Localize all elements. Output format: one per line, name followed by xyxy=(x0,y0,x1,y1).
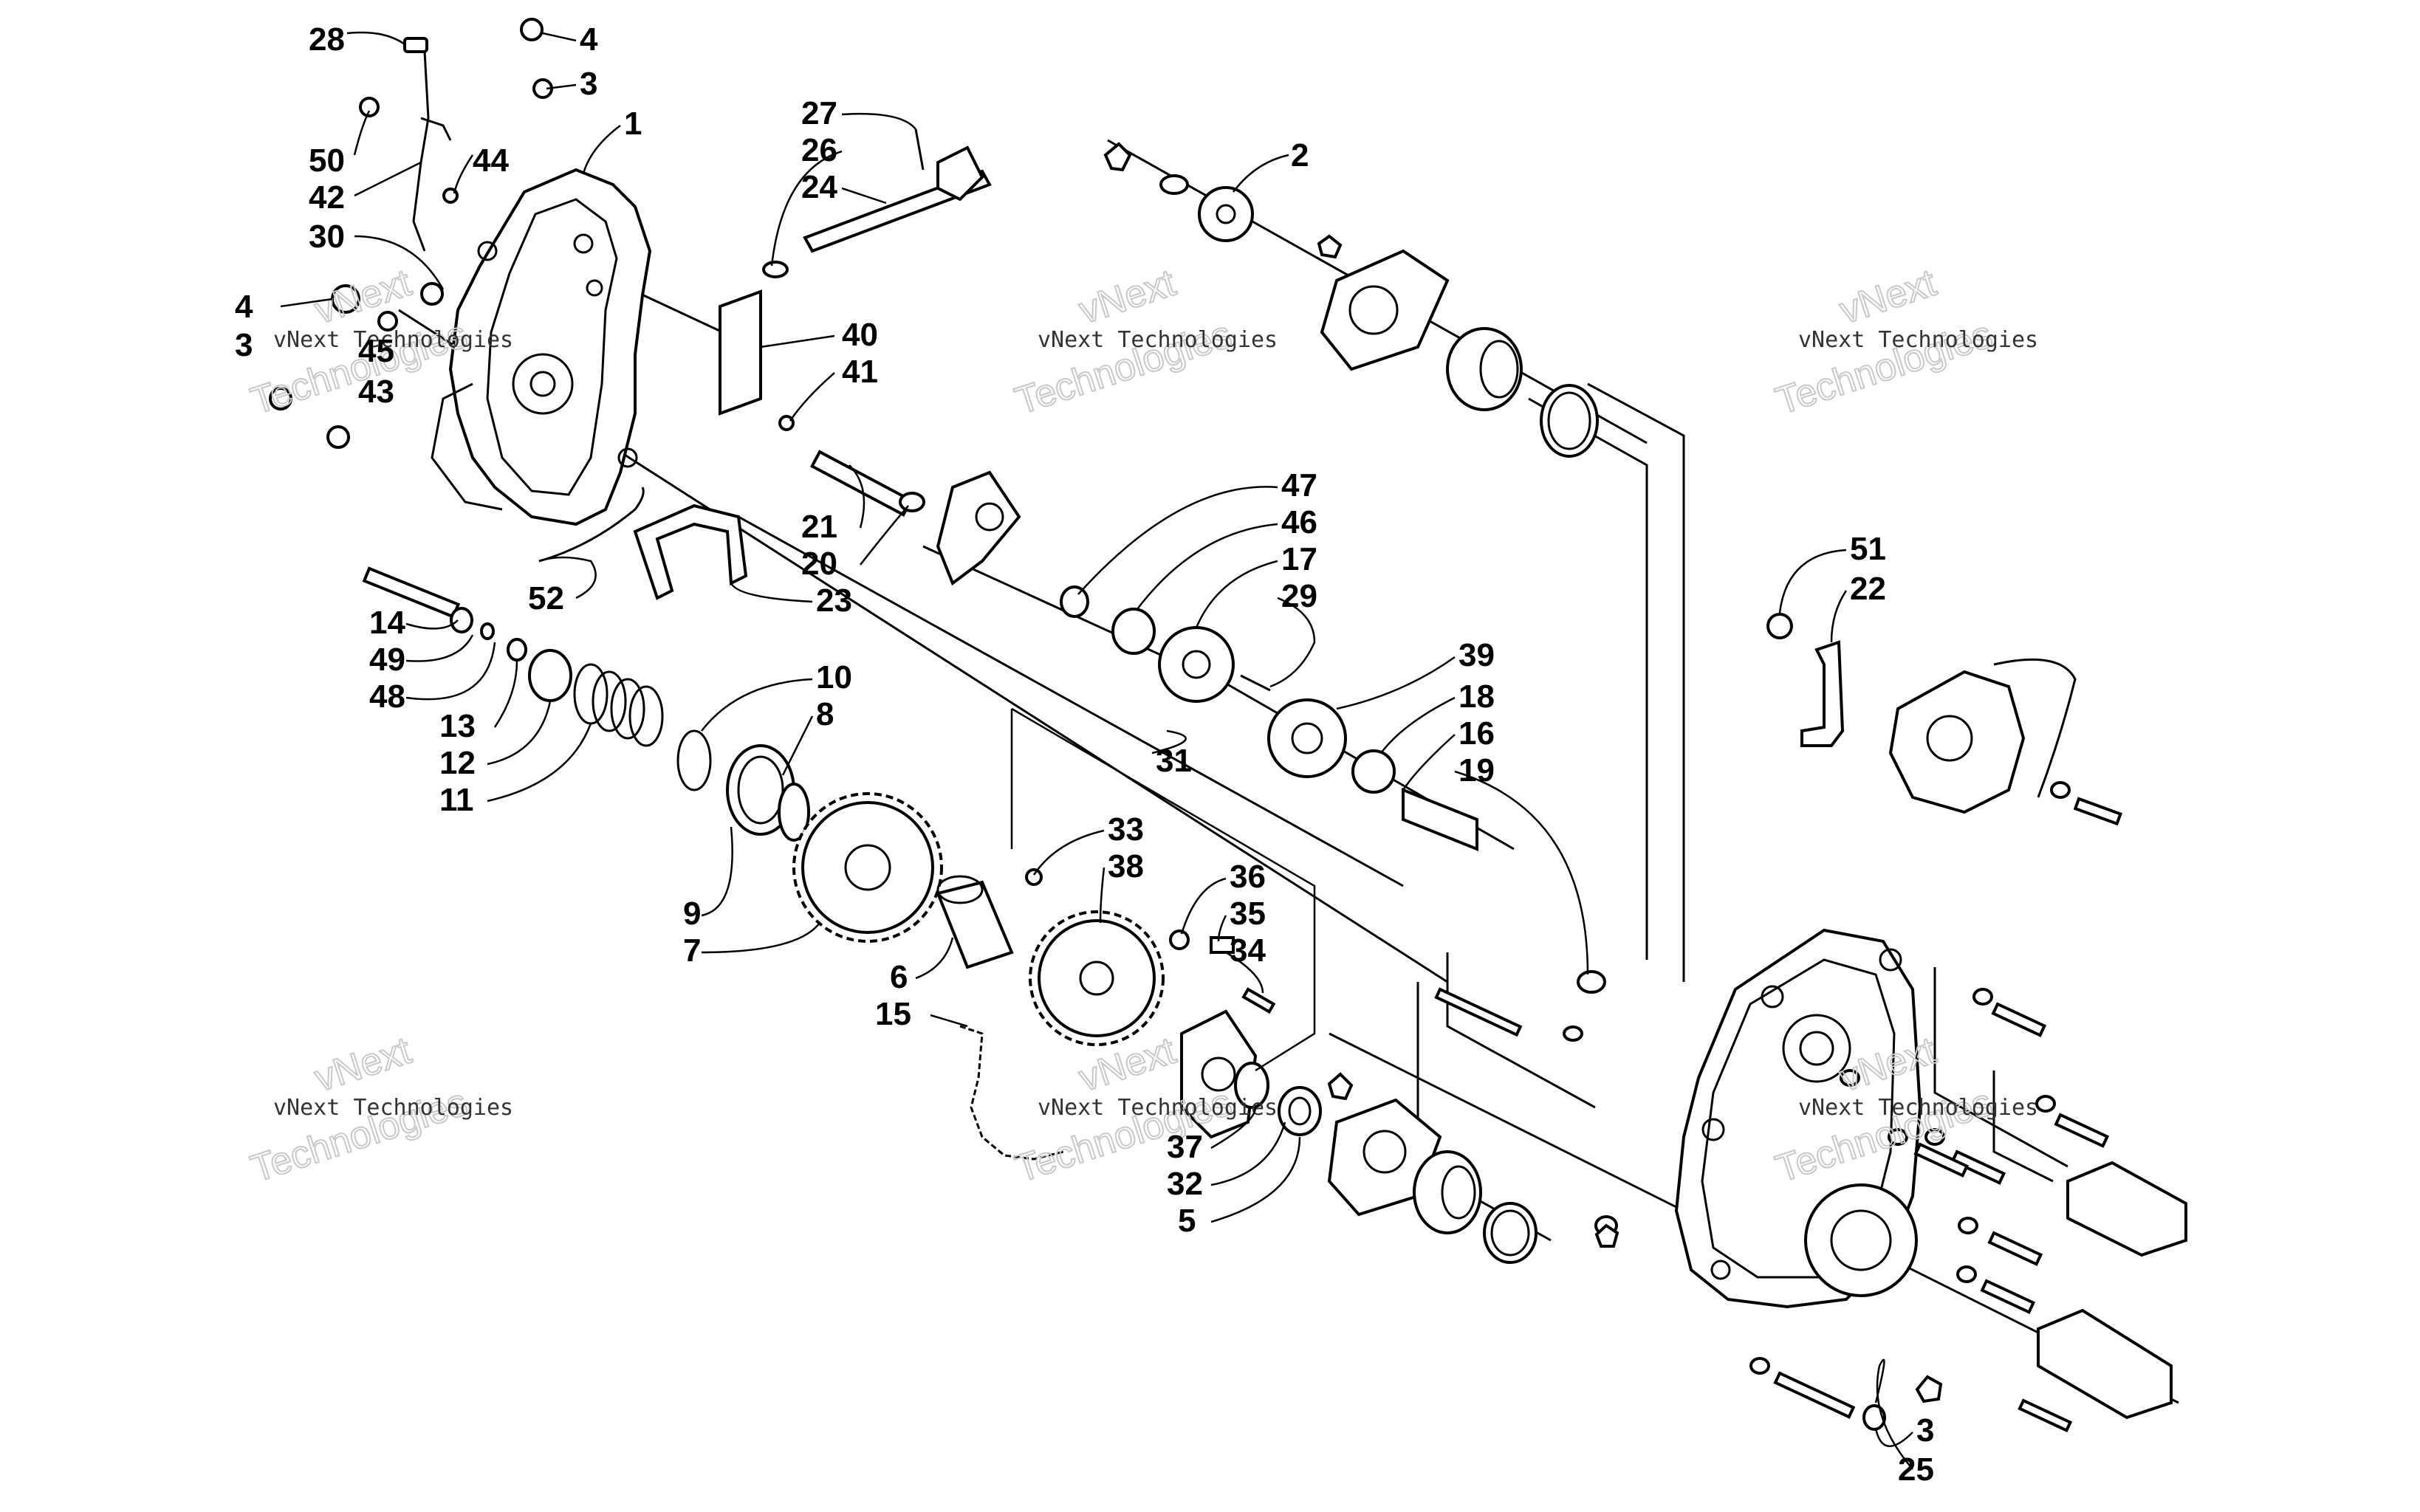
watermark: vNext Technologies vNext Technologies xyxy=(245,1028,513,1192)
callout-40: 40 xyxy=(842,317,878,353)
pinion xyxy=(936,875,1014,969)
callout-21: 21 xyxy=(801,509,837,545)
callout-22: 22 xyxy=(1850,571,1886,607)
chain xyxy=(959,1025,1064,1161)
reverse-housing xyxy=(1766,613,2122,826)
callout-9: 9 xyxy=(683,896,701,932)
callout-2: 2 xyxy=(1291,137,1309,173)
callout-11: 11 xyxy=(439,782,474,818)
housing-bolts xyxy=(1594,988,2110,1433)
callout-42: 42 xyxy=(309,179,345,216)
callout-46: 46 xyxy=(1281,504,1317,540)
reverse-gear xyxy=(1025,868,1276,1046)
svg-text:vNext Technologies: vNext Technologies xyxy=(273,327,513,353)
callout-48: 48 xyxy=(369,678,405,715)
upper-sprocket xyxy=(1103,142,1343,259)
chaincase-cover xyxy=(431,168,652,526)
callout-44: 44 xyxy=(473,142,509,179)
callout-30: 30 xyxy=(309,219,345,255)
watermark: vNext Technologies vNext Technologies xyxy=(1010,261,1278,424)
watermark: vNext Technologies vNext Technologies xyxy=(1770,261,2038,424)
svg-text:vNext Technologies: vNext Technologies xyxy=(1038,1095,1278,1121)
callout-13: 13 xyxy=(439,708,476,744)
callout-37: 37 xyxy=(1167,1129,1203,1165)
callout-8: 8 xyxy=(816,696,834,732)
svg-text:vNext Technologies: vNext Technologies xyxy=(1038,327,1278,353)
callout-31: 31 xyxy=(1156,743,1192,779)
plate xyxy=(719,289,795,431)
callout-3: 3 xyxy=(1916,1412,1934,1449)
callout-33: 33 xyxy=(1108,811,1144,848)
callout-24: 24 xyxy=(801,169,837,205)
svg-text:vNext: vNext xyxy=(1834,261,1941,332)
tension-bolt xyxy=(362,566,572,702)
callout-50: 50 xyxy=(309,142,345,179)
callout-18: 18 xyxy=(1458,678,1495,715)
callout-23: 23 xyxy=(816,583,852,619)
shift-shaft xyxy=(762,128,992,278)
leader-lines xyxy=(280,31,1913,1470)
callout-12: 12 xyxy=(439,745,476,781)
callout-4: 4 xyxy=(235,289,253,325)
callout-47: 47 xyxy=(1281,467,1317,504)
callout-39: 39 xyxy=(1458,637,1495,673)
svg-text:vNext Technologies: vNext Technologies xyxy=(1798,1095,2038,1121)
svg-text:vNext: vNext xyxy=(309,1029,417,1100)
bearing-set xyxy=(676,729,810,842)
lower-bearing-set xyxy=(1327,1072,1538,1264)
callout-20: 20 xyxy=(801,546,837,582)
callout-51: 51 xyxy=(1850,531,1886,567)
callout-38: 38 xyxy=(1108,848,1144,884)
fastener-cluster-left xyxy=(269,18,553,449)
callout-5: 5 xyxy=(1178,1203,1196,1239)
bracket-and-strap xyxy=(538,487,748,600)
callout-7: 7 xyxy=(683,932,701,969)
callout-36: 36 xyxy=(1230,859,1266,895)
dipstick xyxy=(403,37,452,252)
svg-text:vNext: vNext xyxy=(1074,261,1181,332)
callout-3: 3 xyxy=(580,66,597,102)
callout-3: 3 xyxy=(235,327,253,363)
callout-14: 14 xyxy=(369,605,405,641)
callout-27: 27 xyxy=(801,95,837,131)
bolt-and-washer xyxy=(809,450,1021,586)
chaincase-housing xyxy=(1674,928,1922,1309)
callout-49: 49 xyxy=(369,642,405,678)
middle-sprocket-set xyxy=(1060,585,1271,703)
callout-41: 41 xyxy=(842,354,878,390)
large-gear xyxy=(792,792,943,943)
callout-32: 32 xyxy=(1167,1166,1203,1202)
cam-hub xyxy=(1180,1009,1322,1139)
svg-text:vNext Technologies: vNext Technologies xyxy=(273,1095,513,1121)
callout-43: 43 xyxy=(358,374,394,410)
callout-19: 19 xyxy=(1458,752,1495,788)
callout-25: 25 xyxy=(1898,1451,1934,1488)
svg-text:vNext: vNext xyxy=(309,261,417,332)
callout-26: 26 xyxy=(801,132,837,168)
callout-10: 10 xyxy=(816,659,852,695)
spring xyxy=(573,663,664,747)
upper-bearing-set xyxy=(1320,249,1599,458)
callout-15: 15 xyxy=(875,996,911,1032)
callout-4: 4 xyxy=(580,21,598,58)
callout-45: 45 xyxy=(358,333,394,369)
svg-text:vNext Technologies: vNext Technologies xyxy=(1798,327,2038,353)
callout-16: 16 xyxy=(1458,715,1495,752)
callout-52: 52 xyxy=(528,580,564,616)
callout-1: 1 xyxy=(624,106,642,142)
callout-labels: 28 4 3 1 50 42 44 30 4 3 45 43 27 26 24 … xyxy=(235,21,1934,1488)
callout-6: 6 xyxy=(890,959,908,995)
callout-35: 35 xyxy=(1230,896,1266,932)
callout-28: 28 xyxy=(309,21,345,58)
lower-sprocket-set xyxy=(1267,698,1606,994)
callout-34: 34 xyxy=(1230,932,1266,969)
callout-17: 17 xyxy=(1281,541,1317,577)
callout-29: 29 xyxy=(1281,578,1317,614)
output-shafts xyxy=(2037,1161,2187,1420)
